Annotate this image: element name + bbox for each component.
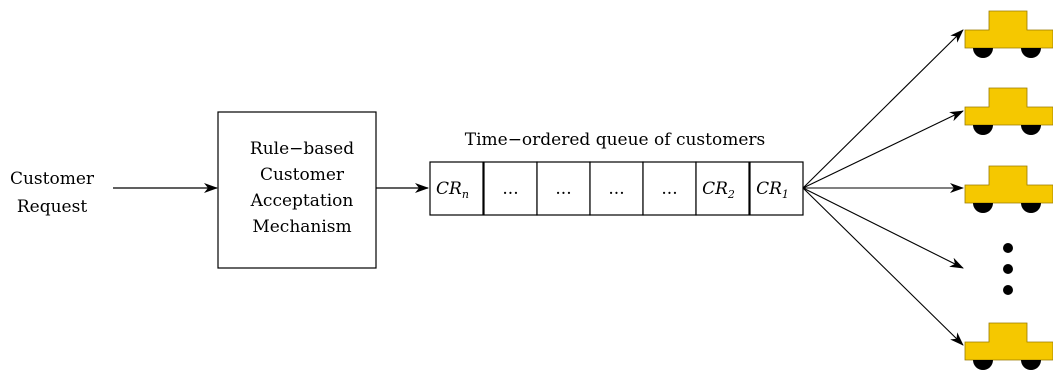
vehicle-icon <box>964 165 1053 213</box>
customer-request-label-line2: Request <box>17 197 87 217</box>
dispatch-arrow <box>802 187 964 269</box>
ellipsis-dot <box>1003 285 1013 295</box>
queue-cell-label: ... <box>502 179 518 199</box>
queue-cell-box <box>589 161 644 216</box>
queue-cell: ... <box>642 161 697 216</box>
queue-cell-box <box>749 161 804 216</box>
queue-cell-label: CR2 <box>702 179 735 201</box>
queue-title: Time−ordered queue of customers <box>465 130 766 150</box>
queue-cell: CRn <box>429 161 484 216</box>
mechanism-label-line4: Mechanism <box>252 217 351 237</box>
mechanism-label-line2: Customer <box>260 165 345 185</box>
queue-cell-label: ... <box>555 179 571 199</box>
customer-request-label-line1: Customer <box>10 169 95 189</box>
more-vehicles-ellipsis <box>1003 243 1013 295</box>
queue-cell: ... <box>483 161 538 216</box>
dispatch-arrow <box>802 187 964 346</box>
vehicle-fleet <box>964 10 1053 370</box>
queue-cell: ... <box>589 161 644 216</box>
vehicle-icon <box>964 87 1053 135</box>
queue-cell-box <box>536 161 591 216</box>
acceptation-mechanism-box <box>217 111 377 269</box>
queue-cell-label: ... <box>608 179 624 199</box>
queue-cell: ... <box>536 161 591 216</box>
dispatch-arrow <box>802 110 964 189</box>
queue-cell-label: ... <box>661 179 677 199</box>
mechanism-label-line3: Acceptation <box>250 191 354 211</box>
queue-cell: CR1 <box>749 161 804 216</box>
ellipsis-dot <box>1003 243 1013 253</box>
queue-cell: CR2 <box>695 161 750 216</box>
queue-cell-box <box>429 161 484 216</box>
mechanism-label-line1: Rule−based <box>250 139 354 159</box>
dispatch-arrows <box>802 29 964 346</box>
queue-cell-label: CR1 <box>756 179 789 201</box>
queue: CRn............ CR2 CR1 <box>429 161 804 216</box>
ellipsis-dot <box>1003 264 1013 274</box>
vehicle-icon <box>964 322 1053 370</box>
queue-cell-box <box>695 161 750 216</box>
vehicle-icon <box>964 10 1053 58</box>
queue-cell-label: CRn <box>436 179 469 201</box>
dispatch-arrow <box>802 29 964 189</box>
queue-cell-box <box>483 161 538 216</box>
